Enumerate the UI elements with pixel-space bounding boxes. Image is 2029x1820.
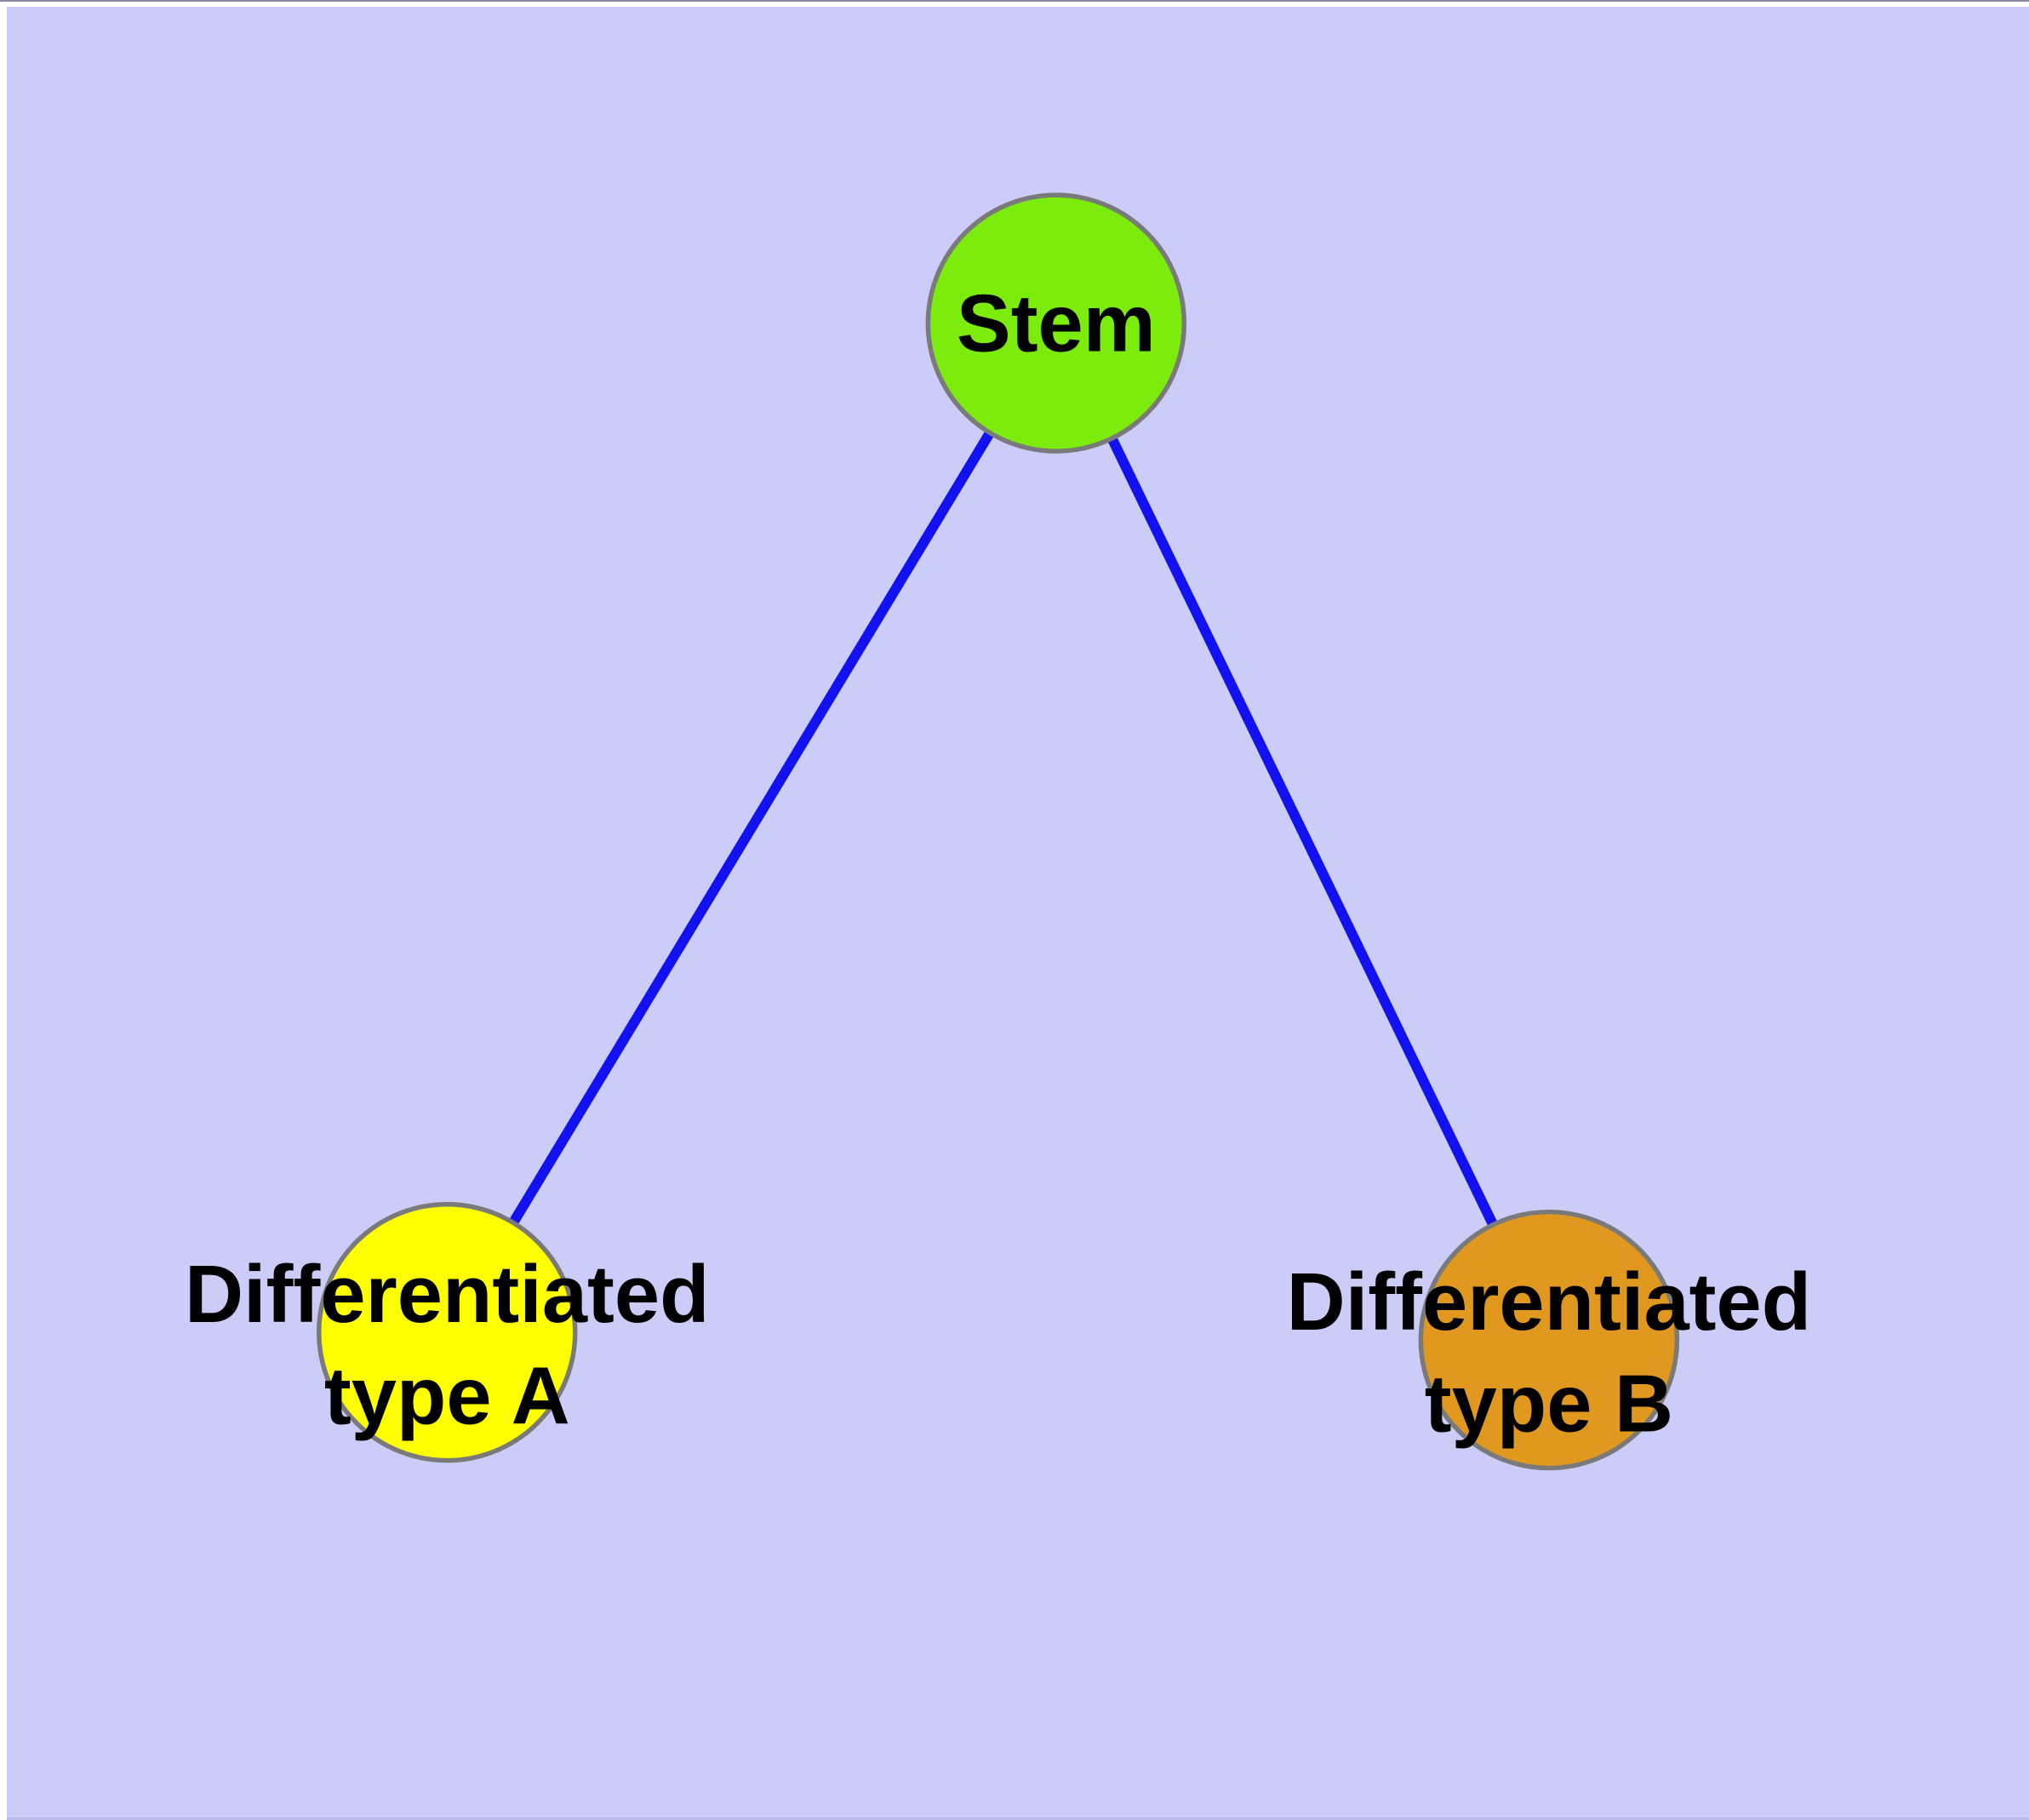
node-differentiated-type-b-label-line-1: Differentiated [1287,1256,1812,1348]
node-stem-circle [925,192,1187,454]
node-differentiated-type-a-circle [317,1201,578,1463]
node-differentiated-type-a-label: Differentiated type A [185,1249,710,1442]
node-differentiated-type-b-label: Differentiated type B [1287,1256,1812,1450]
node-differentiated-type-b-label-line-2: type B [1425,1359,1673,1450]
window-bottom-edge [7,1817,2029,1820]
node-differentiated-type-a-label-line-1: Differentiated [185,1249,710,1340]
node-differentiated-type-a-label-line-2: type A [324,1351,570,1442]
edges-layer [443,320,1554,1342]
window-top-edge [0,0,2029,2]
node-stem-label-line-1: Stem [957,278,1156,369]
edge-stem-to-differentiated-type-b [1051,320,1554,1342]
edge-stem-to-differentiated-type-a [443,320,1060,1336]
node-differentiated-type-b-circle [1418,1209,1680,1471]
node-stem-label: Stem [957,278,1156,369]
nodes-layer [317,192,1680,1471]
